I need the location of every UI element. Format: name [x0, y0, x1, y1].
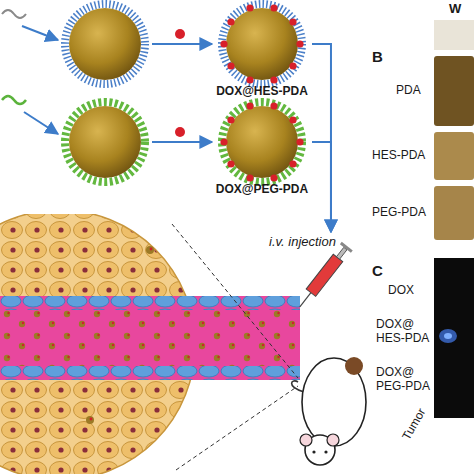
sample-label: DOX	[388, 284, 414, 298]
nanoparticle: DOX@HES-PDA	[212, 0, 312, 100]
sample-label: PEG-PDA	[372, 206, 426, 220]
panel-letter: B	[372, 48, 383, 65]
node-text: DOX@PEG-PDA	[215, 182, 309, 196]
node-text: DOX@HES-PDA	[215, 84, 309, 98]
connector-arrow	[312, 44, 331, 232]
axis-label: Tumor	[400, 406, 429, 443]
injection-label: i.v. injection	[266, 232, 339, 251]
connector-arrow	[312, 142, 331, 232]
panel-header: W	[449, 2, 461, 17]
node-text: i.v. injection	[269, 234, 336, 249]
sample-label: HES-PDA	[372, 149, 425, 163]
sample-label: DOX@ HES-PDA	[376, 318, 432, 346]
sample-label: PDA	[396, 84, 421, 98]
sample-label: DOX@ PEG-PDA	[376, 366, 432, 394]
panel-letter: C	[372, 262, 383, 279]
nanoparticle: DOX@PEG-PDA	[212, 98, 312, 198]
